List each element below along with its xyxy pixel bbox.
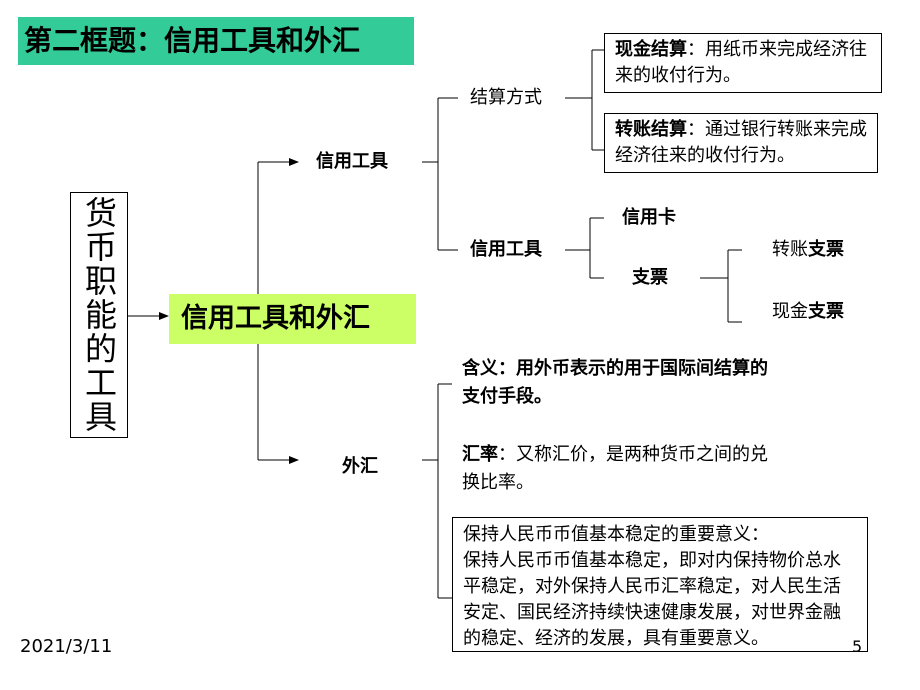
transfer-cheque-prefix: 转账 (772, 239, 808, 260)
fx-meaning-body: ：用外币表示的用于国际间结算的支付手段。 (462, 358, 768, 407)
significance-title: 保持人民币币值基本稳定的重要意义： (463, 524, 769, 545)
bracket-fx (422, 383, 452, 599)
footer-date: 2021/3/11 (20, 636, 113, 657)
transfer-settlement-box: 转账结算：通过银行转账来完成经济往来的收付行为。 (604, 113, 878, 173)
bracket-settlement (565, 49, 604, 151)
transfer-cheque-node: 转账支票 (772, 239, 844, 261)
bracket-credit (422, 97, 458, 251)
cheque-node: 支票 (632, 267, 668, 288)
center-node: 信用工具和外汇 (169, 294, 416, 344)
fx-node: 外汇 (342, 456, 378, 477)
fx-meaning-head: 含义 (462, 358, 498, 379)
credit-card-node: 信用卡 (622, 207, 676, 228)
root-node-label: 货币职能的工具 (80, 196, 118, 434)
cash-settlement-body: ：用纸币来完成经济往来的收付行为。 (615, 39, 867, 86)
page-title: 第二框题：信用工具和外汇 (18, 17, 414, 65)
cash-cheque-suffix: 支票 (808, 301, 844, 322)
fx-rate: 汇率：又称汇价，是两种货币之间的兑换比率。 (462, 441, 782, 497)
root-node: 货币职能的工具 (70, 192, 128, 438)
fx-rate-body: ：又称汇价，是两种货币之间的兑换比率。 (462, 444, 768, 493)
bracket-cheque (700, 249, 742, 323)
cash-settlement-box: 现金结算：用纸币来完成经济往来的收付行为。 (604, 33, 882, 93)
fx-meaning: 含义：用外币表示的用于国际间结算的支付手段。 (462, 355, 782, 411)
cash-cheque-prefix: 现金 (772, 301, 808, 322)
page-number: 5 (852, 637, 863, 656)
transfer-settlement-body: ：通过银行转账来完成经济往来的收付行为。 (615, 119, 867, 166)
credit-tools-node: 信用工具 (316, 151, 388, 172)
settlement-node: 结算方式 (470, 87, 542, 108)
transfer-cheque-suffix: 支票 (808, 239, 844, 260)
significance-box: 保持人民币币值基本稳定的重要意义： 保持人民币币值基本稳定，即对内保持物价总水平… (452, 517, 868, 652)
fx-rate-head: 汇率 (462, 444, 498, 465)
cash-cheque-node: 现金支票 (772, 301, 844, 323)
cash-settlement-head: 现金结算 (615, 39, 687, 60)
significance-body: 保持人民币币值基本稳定，即对内保持物价总水平稳定，对外保持人民币汇率稳定，对人民… (463, 550, 841, 649)
transfer-settlement-head: 转账结算 (615, 119, 687, 140)
credit-tools-subnode: 信用工具 (470, 239, 542, 260)
bracket-tools (565, 217, 604, 279)
